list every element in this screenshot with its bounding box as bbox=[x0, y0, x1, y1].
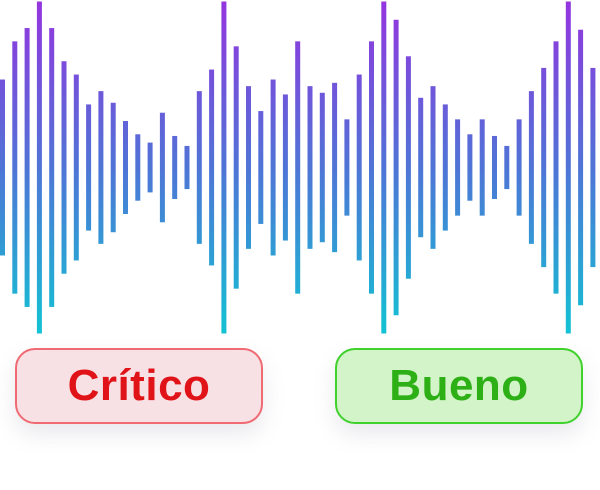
waveform-bar bbox=[246, 86, 251, 249]
waveform-bar bbox=[541, 67, 547, 268]
waveform-bar bbox=[356, 74, 362, 261]
waveform-bar bbox=[418, 97, 424, 238]
critical-status-badge: Crítico bbox=[15, 348, 263, 424]
waveform-bar bbox=[307, 86, 313, 249]
waveform-bar bbox=[221, 1, 227, 334]
waveform-bar bbox=[295, 41, 301, 294]
waveform-bar bbox=[479, 119, 485, 216]
waveform-bar bbox=[430, 86, 436, 249]
waveform-bar bbox=[196, 91, 202, 244]
waveform-bar bbox=[504, 145, 510, 190]
waveform-bar bbox=[553, 41, 559, 294]
waveform-bar bbox=[184, 145, 190, 190]
waveform-bar bbox=[24, 28, 30, 307]
waveform-bar bbox=[393, 19, 399, 316]
waveform-bar bbox=[442, 104, 448, 231]
waveform-bar bbox=[98, 91, 104, 244]
waveform-bar bbox=[159, 112, 165, 223]
waveform-bar bbox=[258, 111, 264, 224]
waveform-bar bbox=[36, 1, 42, 334]
waveform-bar bbox=[344, 119, 350, 216]
good-status-badge: Bueno bbox=[335, 348, 583, 424]
waveform-bar bbox=[282, 94, 288, 241]
waveform-bar bbox=[467, 134, 473, 201]
waveform-bars bbox=[0, 1, 596, 334]
waveform-bar bbox=[369, 41, 374, 294]
waveform-bar bbox=[590, 67, 596, 268]
waveform-bar bbox=[270, 79, 276, 256]
good-label: Bueno bbox=[389, 361, 529, 410]
waveform-bar bbox=[135, 134, 141, 201]
waveform-bar bbox=[578, 29, 584, 306]
waveform-bar bbox=[61, 61, 67, 274]
waveform-bar bbox=[455, 119, 461, 216]
waveform-bar bbox=[0, 79, 5, 256]
waveform-bar bbox=[73, 74, 79, 261]
waveform-bar bbox=[332, 82, 338, 253]
waveform-bar bbox=[49, 28, 55, 307]
waveform-bar bbox=[123, 121, 128, 214]
waveform-bar bbox=[319, 92, 325, 243]
waveform-bar bbox=[492, 135, 497, 200]
waveform-bar bbox=[528, 91, 534, 244]
audio-waveform-icon bbox=[0, 1, 596, 334]
waveform-bar bbox=[565, 1, 571, 334]
waveform-bar bbox=[172, 135, 178, 200]
waveform-bar bbox=[12, 41, 18, 294]
waveform-bar bbox=[516, 119, 522, 216]
waveform-bar bbox=[405, 56, 411, 279]
waveform-bar bbox=[381, 1, 387, 334]
waveform-bar bbox=[110, 102, 116, 233]
waveform-bar bbox=[233, 46, 239, 289]
waveform-bar bbox=[147, 142, 153, 193]
waveform-bar bbox=[209, 69, 215, 266]
critical-label: Crítico bbox=[67, 361, 211, 410]
waveform-bar bbox=[86, 104, 92, 231]
